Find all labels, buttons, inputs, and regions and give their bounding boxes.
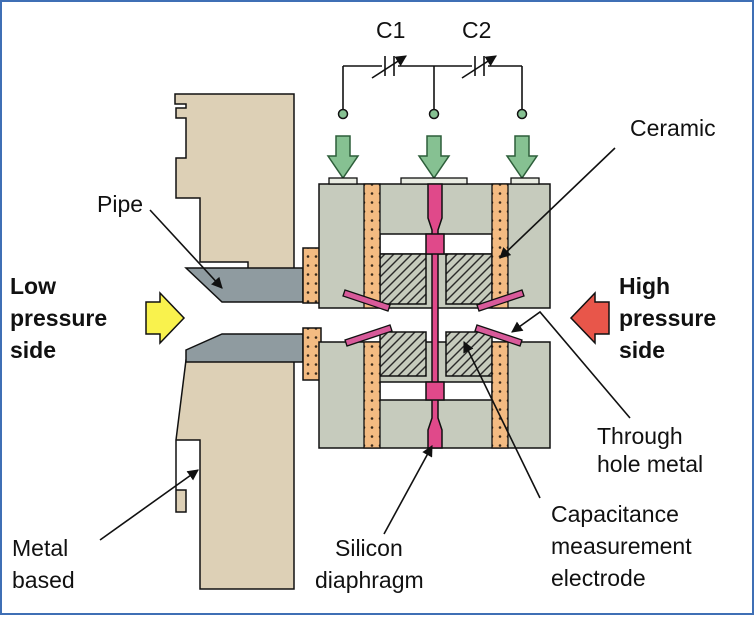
svg-text:hole metal: hole metal [597,451,703,477]
low-pressure-label: Low pressure side [10,273,107,363]
metal-based-label: Metal based [12,535,75,593]
lead-arrows [326,135,539,180]
silicon-diaphragm [425,183,445,449]
svg-text:based: based [12,567,75,593]
pipe-label: Pipe [97,191,143,217]
capacitance-electrodes [379,253,493,377]
through-hole-metal-label: Through hole metal [597,423,703,477]
svg-text:Metal: Metal [12,535,68,561]
high-pressure-label: High pressure side [619,273,716,363]
svg-text:High: High [619,273,670,299]
svg-text:measurement: measurement [551,533,692,559]
capacitor-c1-label: C1 [376,17,405,43]
svg-text:side: side [619,337,665,363]
ceramic-orange-columns [363,183,509,449]
svg-text:Capacitance: Capacitance [551,501,679,527]
silicon-diaphragm-label: Silicon diaphragm [315,535,424,593]
svg-text:Low: Low [10,273,56,299]
leader-lines [99,147,631,541]
ceramic-label: Ceramic [630,115,716,141]
svg-text:diaphragm: diaphragm [315,567,424,593]
svg-text:Through: Through [597,423,683,449]
through-hole-metal [342,289,525,347]
capacitor-c2-label: C2 [462,17,491,43]
svg-text:pressure: pressure [619,305,716,331]
capacitor-circuit [342,55,523,110]
high-pressure-arrow [569,291,610,345]
terminal-dots [337,108,528,120]
low-pressure-arrow [145,291,186,345]
capacitance-electrode-label: Capacitance measurement electrode [551,501,692,591]
metal-base [174,93,295,590]
svg-text:electrode: electrode [551,565,646,591]
svg-text:side: side [10,337,56,363]
svg-text:pressure: pressure [10,305,107,331]
svg-text:Silicon: Silicon [335,535,403,561]
